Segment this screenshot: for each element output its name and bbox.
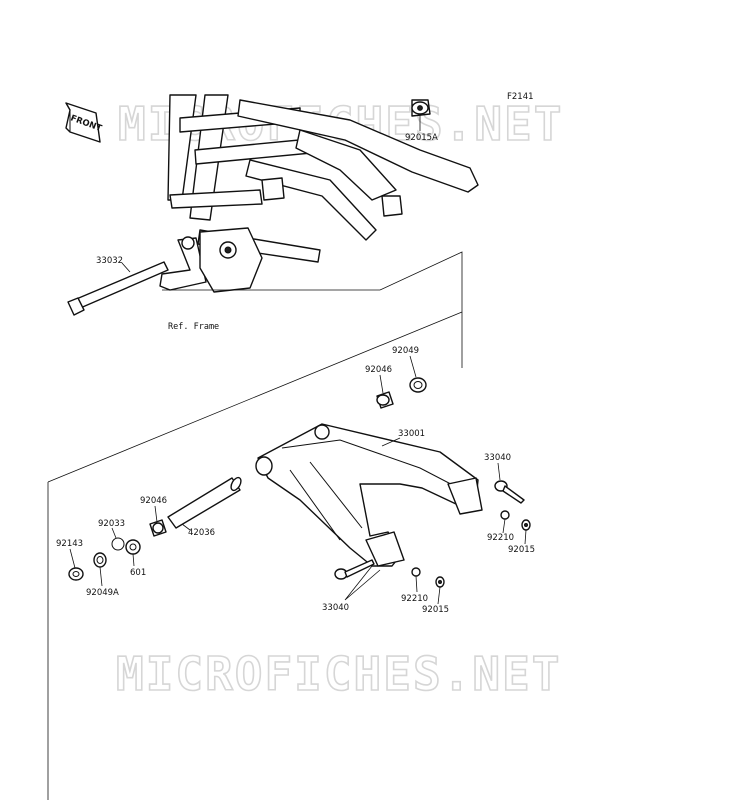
seal-92049-top xyxy=(409,377,427,393)
seal-92049A xyxy=(93,552,107,568)
bushing-92046-top xyxy=(376,391,394,409)
adjuster-33040-bottom xyxy=(334,559,375,580)
nut-92015-bottom xyxy=(435,576,445,588)
label-92046-left: 92046 xyxy=(140,496,167,506)
ref-frame-outline xyxy=(162,251,463,368)
nut-92015-right xyxy=(521,519,531,531)
label-33040-bottom: 33040 xyxy=(322,603,349,613)
label-92015-bottom: 92015 xyxy=(422,605,449,615)
label-92033: 92033 xyxy=(98,519,125,529)
label-92143: 92143 xyxy=(56,539,83,549)
swingarm-33001 xyxy=(255,423,483,567)
label-92210-right: 92210 xyxy=(487,533,514,543)
bearing-601 xyxy=(125,539,141,555)
ref-frame-label: Ref. Frame xyxy=(168,322,219,332)
label-33032: 33032 xyxy=(96,256,123,266)
label-92210-bottom: 92210 xyxy=(401,594,428,604)
label-92046-top: 92046 xyxy=(365,365,392,375)
front-arrow-icon: FRONT xyxy=(65,102,103,143)
nut-92210-bottom xyxy=(411,567,421,577)
pivot-bolt-33032 xyxy=(67,261,169,316)
label-92049A: 92049A xyxy=(86,588,119,598)
exploded-boundary-line xyxy=(47,311,463,483)
diagram-code: F2141 xyxy=(507,92,534,102)
collar-92143 xyxy=(68,567,84,581)
label-92049-top: 92049 xyxy=(392,346,419,356)
watermark-bottom: MICROFICHES.NET xyxy=(116,647,561,701)
label-601: 601 xyxy=(130,568,146,578)
adjuster-33040-right xyxy=(494,480,525,504)
label-42036: 42036 xyxy=(188,528,215,538)
label-92015-right: 92015 xyxy=(508,545,535,555)
bushing-92046-left xyxy=(149,519,167,537)
snap-ring-92033 xyxy=(111,537,125,551)
nut-92210-right xyxy=(500,510,510,520)
nut-92015A xyxy=(411,101,429,115)
sleeve-42036 xyxy=(167,476,242,529)
label-92015A: 92015A xyxy=(405,133,438,143)
label-33040-right: 33040 xyxy=(484,453,511,463)
label-33001: 33001 xyxy=(398,429,425,439)
frame-illustration xyxy=(159,94,479,293)
